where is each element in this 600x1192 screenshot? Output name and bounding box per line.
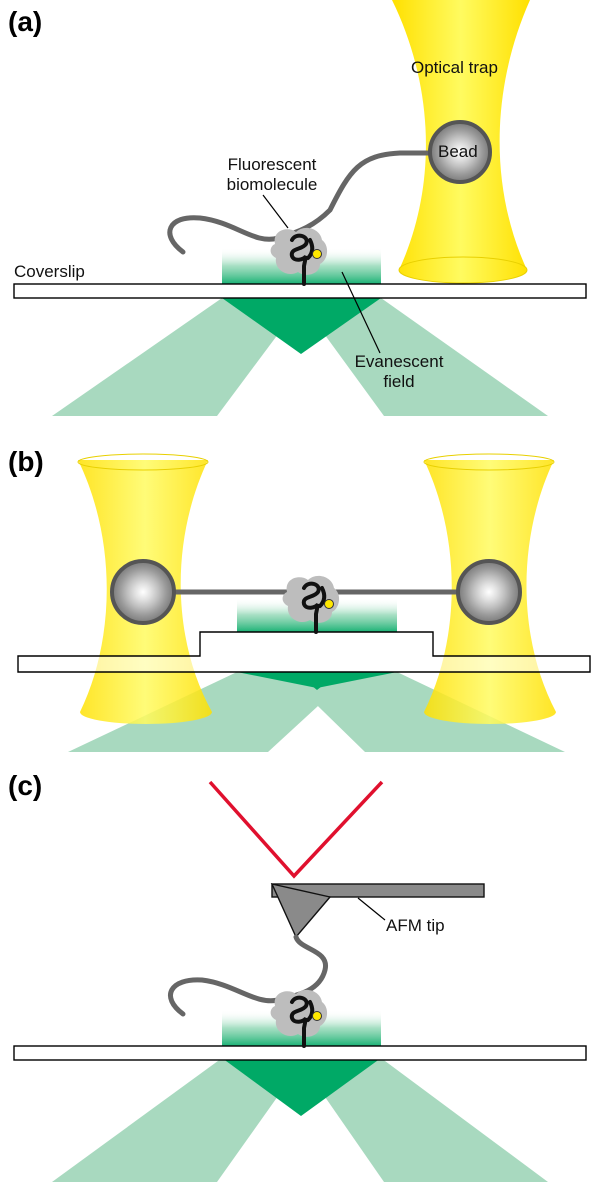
bead-left <box>110 559 176 625</box>
tether-strand <box>168 934 328 1017</box>
beam-overlap <box>222 298 381 354</box>
beam-overlap <box>222 1058 381 1116</box>
laser-beam <box>208 780 384 879</box>
coverslip <box>13 1045 587 1061</box>
afm-cantilever <box>271 883 485 898</box>
coverslip <box>13 283 587 299</box>
panel-label-a: (a) <box>8 6 43 37</box>
fluorescent-biomolecule-label: Fluorescent biomolecule <box>212 155 332 195</box>
panel-label-b: (b) <box>8 446 44 477</box>
beam-overlap-lower <box>295 672 340 690</box>
afm-tip <box>270 883 332 939</box>
afm-tip-label: AFM tip <box>386 916 445 935</box>
coverslip-label: Coverslip <box>14 262 85 281</box>
incident-beam-left <box>52 1058 305 1182</box>
panel-label-c: (c) <box>8 770 43 801</box>
biomolecule-pointer <box>262 194 289 229</box>
evanescent-label-line1: Evanescent <box>354 352 444 371</box>
bead-label: Bead <box>438 142 478 161</box>
fluorescent-biomolecule <box>270 227 328 286</box>
evanescent-field-label: Evanescent field <box>344 352 454 392</box>
trap-base-ellipse <box>398 256 528 284</box>
fluorescent-label-line1: Fluorescent <box>227 155 317 174</box>
evanescent-label-line2: field <box>383 372 415 391</box>
trap-left-top <box>77 453 209 471</box>
reflected-beam-right <box>298 298 548 416</box>
optical-trap-label: Optical trap <box>411 58 498 77</box>
fluorescent-biomolecule <box>270 989 328 1048</box>
panel-b <box>17 453 591 752</box>
panel-c <box>13 780 587 1182</box>
evanescent-pointer <box>341 271 381 354</box>
afm-tip-pointer <box>357 897 386 921</box>
bead <box>428 120 492 184</box>
fluorescent-biomolecule <box>282 575 340 634</box>
fluorescent-label-line2: biomolecule <box>226 175 318 194</box>
coverslip <box>17 631 591 673</box>
panel-a <box>13 0 587 416</box>
reflected-beam-right <box>298 1058 548 1182</box>
trap-right-top <box>423 453 555 471</box>
bead-right <box>456 559 522 625</box>
incident-beam-left <box>52 298 305 416</box>
